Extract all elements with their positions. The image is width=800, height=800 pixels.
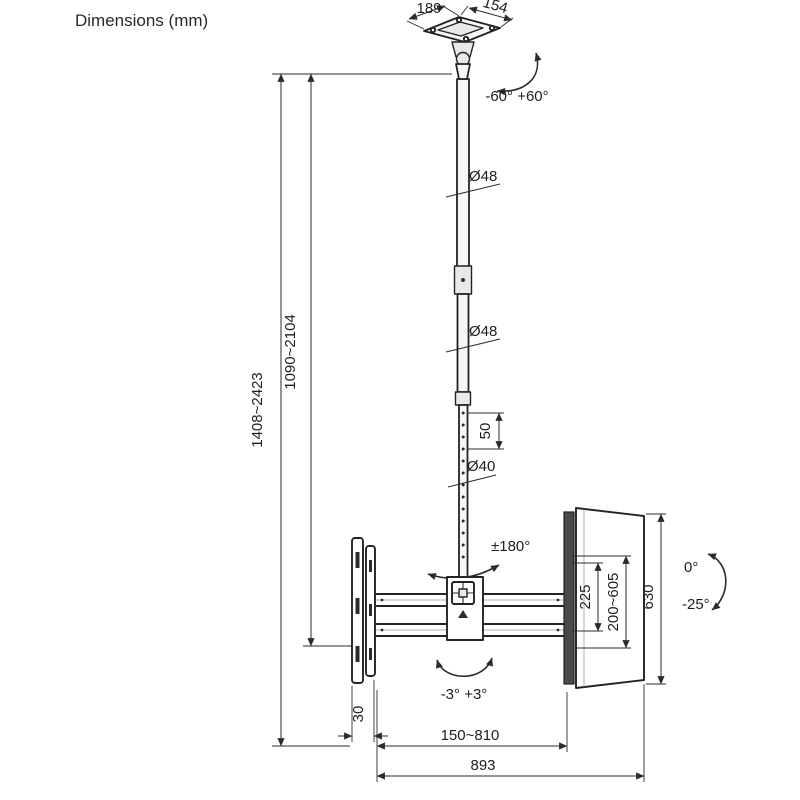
dim-inner-height-label: 1090~2104 — [282, 314, 299, 390]
dim-vesa-height-label: 200~605 — [605, 573, 622, 632]
page-title: Dimensions (mm) — [75, 11, 208, 30]
dim-overall-width-label: 893 — [470, 757, 495, 774]
dim-pole-rotation-label: ±180° — [491, 538, 530, 555]
dim-panel-height-label: 630 — [640, 584, 657, 609]
dim-upper-pole-diameter-label: Ø48 — [469, 168, 497, 185]
pole-callouts: Ø48 Ø48 50 Ø40 — [445, 168, 504, 488]
ceiling-plate — [423, 16, 501, 80]
bottom-dimensions: 30 150~810 893 — [338, 680, 645, 782]
dim-height-step-label: 50 — [477, 423, 494, 440]
level-indicator-icon — [458, 610, 468, 618]
dim-leveling-range-label: -3° +3° — [441, 686, 488, 703]
dim-overall-height-label: 1408~2423 — [249, 372, 266, 448]
leveling-annotation: -3° +3° — [435, 657, 493, 703]
dim-rail-depth-label: 30 — [350, 706, 367, 723]
dim-swivel-range-label: -60° +60° — [485, 88, 548, 105]
height-dimension-labels: 1408~2423 1090~2104 — [249, 314, 299, 448]
right-dimensions: 225 200~605 630 — [572, 513, 666, 685]
height-dimension-lines — [272, 73, 452, 747]
pole-rotation-annotation: ±180° — [427, 538, 530, 580]
dim-plate-depth-label: 154 — [481, 0, 510, 17]
tilt-arrow-icon — [707, 553, 727, 611]
mounting-pole — [453, 78, 473, 578]
tv-bracket-assembly — [351, 507, 645, 689]
leveling-arrow-icon — [435, 657, 493, 678]
top-swivel-annotation: -60° +60° — [485, 52, 549, 105]
dim-tilt-up-label: 0° — [684, 559, 698, 576]
swivel-arrow-icon — [496, 52, 542, 96]
dim-middle-pole-diameter-label: Ø48 — [469, 323, 497, 340]
plate-dimensions: 189 154 — [406, 0, 514, 30]
right-bracket-rail — [563, 511, 575, 685]
dim-lower-pole-diameter-label: Ø40 — [467, 458, 495, 475]
dim-vesa-width-label: 150~810 — [441, 727, 500, 744]
dim-tilt-down-label: -25° — [682, 596, 710, 613]
dim-bracket-height-label: 225 — [577, 584, 594, 609]
dim-plate-width-label: 189 — [416, 0, 441, 17]
tilt-annotation: 0° -25° — [682, 553, 727, 613]
